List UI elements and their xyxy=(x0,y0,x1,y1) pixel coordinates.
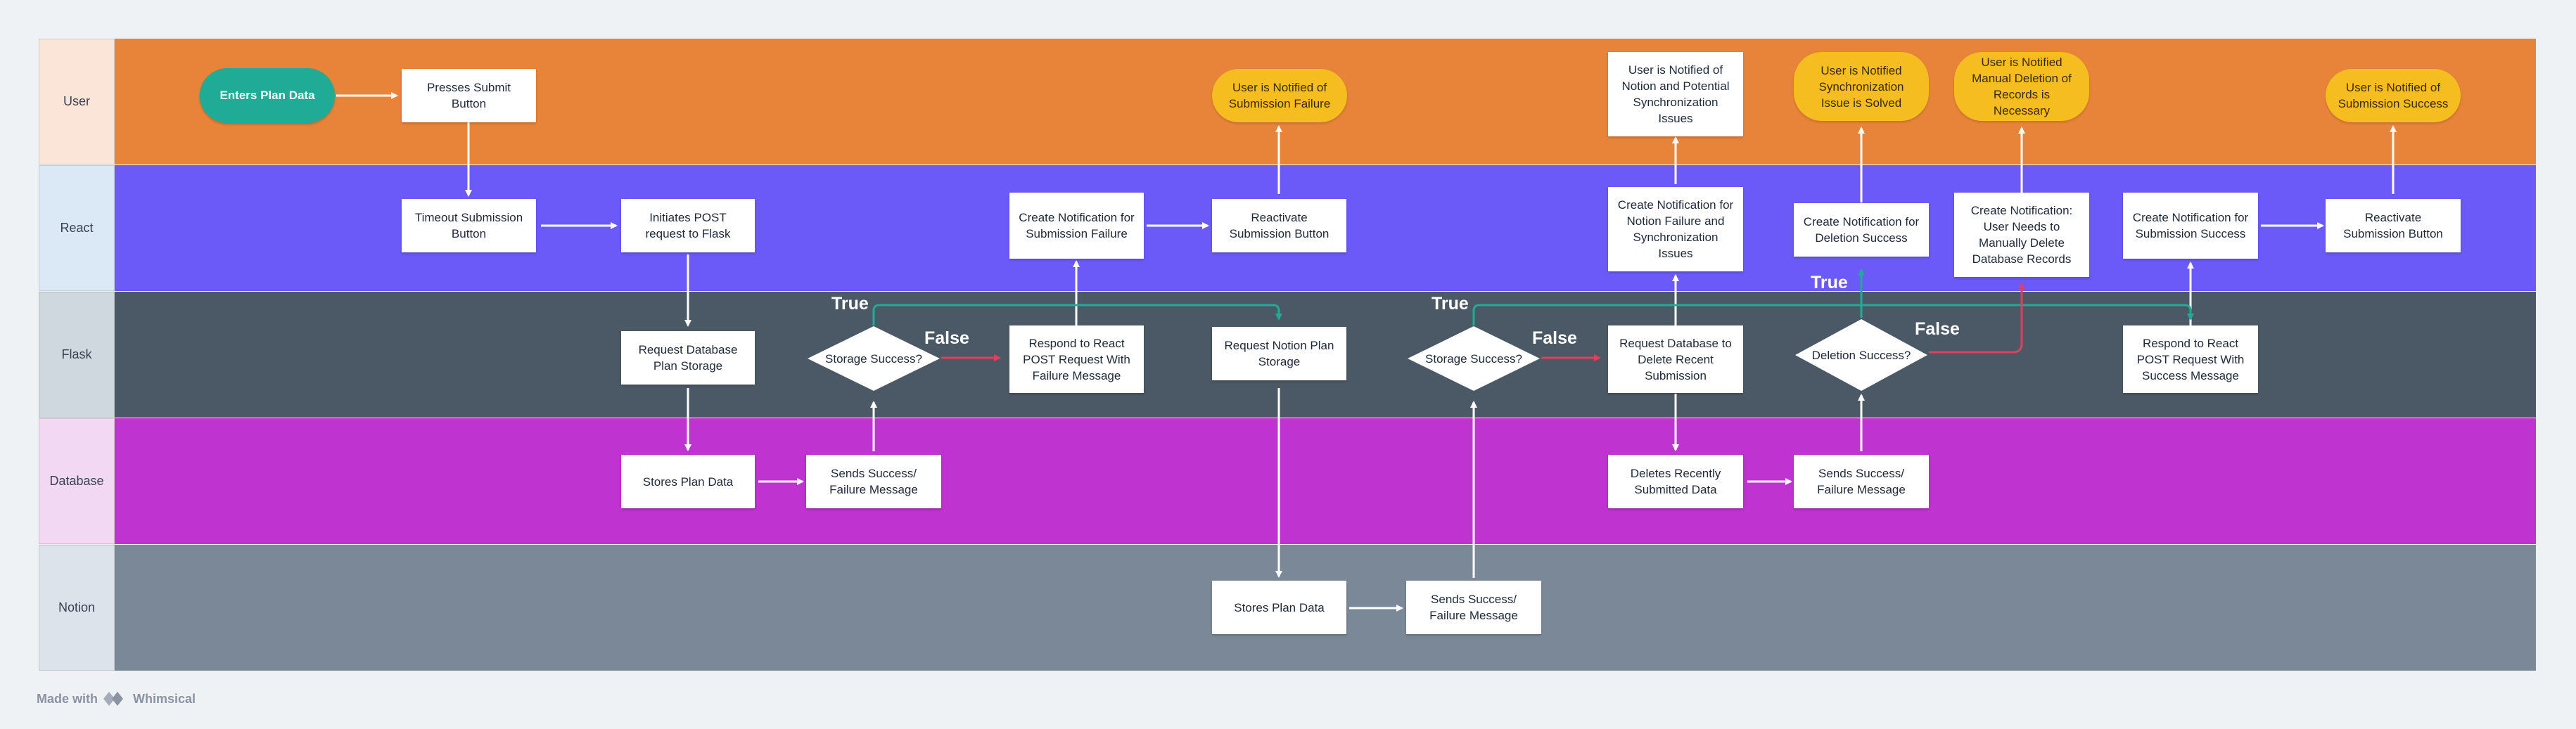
footer-made-with-whimsical[interactable]: Made with Whimsical xyxy=(37,690,196,707)
edge-label-false-3: False xyxy=(1915,319,1960,339)
lane-label-user: User xyxy=(39,39,115,164)
node-request-db-delete: Request Database to Delete Recent Submis… xyxy=(1608,325,1743,393)
lane-label-flask: Flask xyxy=(39,292,115,418)
node-db-sends-success-failure-1: Sends Success/ Failure Message xyxy=(806,455,941,508)
lane-label-database: Database xyxy=(39,418,115,544)
node-create-notif-deletion: Create Notification for Deletion Success xyxy=(1794,203,1929,257)
node-initiates-post: Initiates POST request to Flask xyxy=(621,199,755,252)
node-create-notif-success: Create Notification for Submission Succe… xyxy=(2123,193,2258,259)
decision-storage-success-1: Storage Success? xyxy=(806,325,941,392)
decision-label: Deletion Success? xyxy=(1811,348,1911,362)
node-presses-submit: Presses Submit Button xyxy=(402,69,536,122)
decision-deletion-success: Deletion Success? xyxy=(1794,318,1929,392)
whimsical-brand-label: Whimsical xyxy=(133,691,196,706)
whimsical-logo-icon xyxy=(103,692,124,706)
made-with-label: Made with xyxy=(37,691,98,706)
node-respond-success: Respond to React POST Request With Succe… xyxy=(2123,325,2258,393)
node-create-notif-manual: Create Notification: User Needs to Manua… xyxy=(1954,193,2089,277)
node-notion-sends-success-failure: Sends Success/ Failure Message xyxy=(1406,581,1541,634)
edge-label-true-3: True xyxy=(1811,273,1848,292)
node-db-stores-plan-data: Stores Plan Data xyxy=(621,455,755,508)
node-db-deletes-recent: Deletes Recently Submitted Data xyxy=(1608,455,1743,508)
node-db-sends-success-failure-2: Sends Success/ Failure Message xyxy=(1794,455,1929,508)
node-notified-submission-failure: User is Notified of Submission Failure xyxy=(1212,69,1347,122)
node-notified-sync-solved: User is Notified Synchronization Issue i… xyxy=(1794,52,1929,121)
decision-label: Storage Success? xyxy=(1425,351,1522,366)
lane-body-database xyxy=(115,418,2536,544)
node-create-notif-failure: Create Notification for Submission Failu… xyxy=(1009,193,1144,259)
node-create-notif-notion: Create Notification for Notion Failure a… xyxy=(1608,187,1743,271)
node-request-db-storage: Request Database Plan Storage xyxy=(621,331,755,385)
edge-label-false-1: False xyxy=(924,328,969,348)
lane-database: Database xyxy=(39,418,2536,544)
lane-label-react: React xyxy=(39,165,115,291)
node-reactivate-1: Reactivate Submission Button xyxy=(1212,199,1346,252)
edge-label-false-2: False xyxy=(1532,328,1577,348)
node-notified-notion-issues: User is Notified of Notion and Potential… xyxy=(1608,52,1743,136)
node-timeout-submission: Timeout Submission Button xyxy=(402,199,536,252)
start-enters-plan-data: Enters Plan Data xyxy=(200,68,335,123)
lane-label-notion: Notion xyxy=(39,545,115,671)
decision-storage-success-2: Storage Success? xyxy=(1406,325,1541,392)
node-respond-failure: Respond to React POST Request With Failu… xyxy=(1009,325,1144,393)
edge-label-true-1: True xyxy=(831,294,869,314)
node-notified-manual-deletion: User is Notified Manual Deletion of Reco… xyxy=(1954,52,2089,121)
decision-label: Storage Success? xyxy=(825,351,922,366)
node-notion-stores-plan-data: Stores Plan Data xyxy=(1212,581,1346,634)
node-request-notion-storage: Request Notion Plan Storage xyxy=(1212,327,1346,380)
edge-label-true-2: True xyxy=(1432,294,1469,314)
node-notified-submission-success: User is Notified of Submission Success xyxy=(2326,69,2461,122)
diamond-shape xyxy=(808,326,940,391)
diamond-shape xyxy=(1408,326,1540,391)
node-reactivate-2: Reactivate Submission Button xyxy=(2326,199,2461,252)
diamond-shape xyxy=(1795,319,1927,391)
